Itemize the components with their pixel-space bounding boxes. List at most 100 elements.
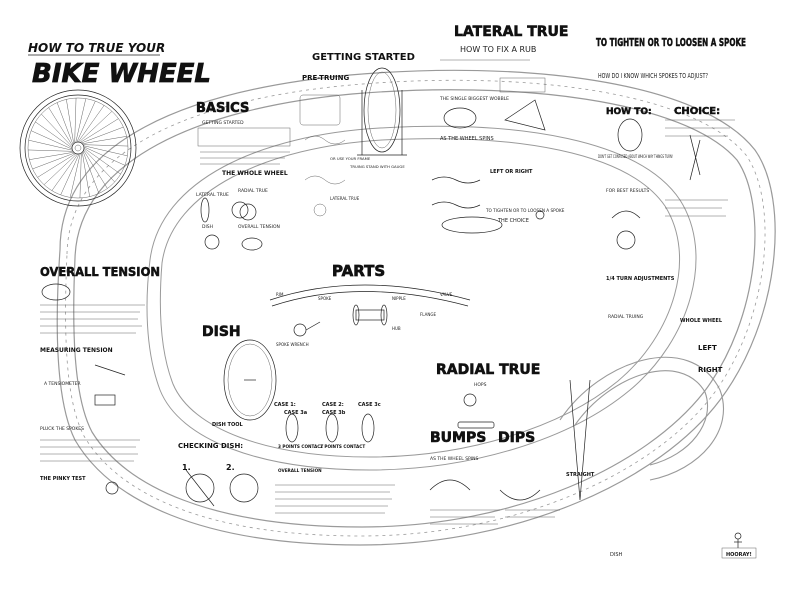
wheel-spoke	[83, 149, 115, 183]
basics-overall-tension: OVERALL TENSION	[238, 224, 280, 230]
wheel-spoke	[80, 118, 119, 143]
basics-subheading: GETTING STARTED	[202, 120, 244, 126]
pluck-note: PLUCK THE SPOKES	[40, 426, 84, 432]
lateral-left-right: LEFT OR RIGHT	[490, 169, 533, 175]
overall-tension-section: OVERALL TENSION MEASURING TENSION A TENS…	[40, 265, 160, 495]
whole-wheel-note: WHOLE WHEEL	[680, 318, 723, 324]
dish-3-points: 3 POINTS CONTACT	[278, 444, 323, 449]
basics-dish: DISH	[202, 224, 213, 230]
wheel-spoke	[82, 152, 90, 197]
lateral-choice: THE CHOICE	[497, 218, 529, 224]
dish-step-2: 2.	[226, 463, 235, 472]
hooray-badge-frame	[721, 547, 757, 559]
radial-truing-note: RADIAL TRUING	[608, 314, 644, 320]
part-spoke: SPOKE	[318, 296, 332, 301]
wheel-spoke	[83, 146, 126, 166]
radial-dish-ref: DISH	[610, 552, 622, 558]
part-valve: VALVE	[440, 292, 453, 297]
parts-heading: PARTS	[332, 262, 385, 280]
wheel-spoke	[79, 111, 113, 143]
dish-tool-label: DISH TOOL	[212, 422, 243, 428]
measuring-tension: MEASURING TENSION	[40, 347, 113, 354]
dish-case-3c: CASE 3c	[358, 402, 381, 408]
basics-whole-wheel: THE WHOLE WHEEL	[222, 170, 288, 177]
spoke-wrench-icon	[293, 321, 321, 337]
dish-case-3a: CASE 3a	[284, 410, 307, 416]
wheel-spoke	[51, 153, 79, 191]
pre-truing-label: PRE-TRUING	[302, 74, 349, 82]
frame-note: OR USE YOUR FRAME	[330, 156, 371, 161]
getting-started-section: GETTING STARTED PRE-TRUING TRUING STAND …	[299, 52, 415, 217]
bike-wheel-icon	[19, 89, 137, 207]
lateral-true-subheading: HOW TO FIX A RUB	[460, 45, 536, 54]
title-line-2: BIKE WHEEL	[32, 59, 211, 89]
part-flange: FLANGE	[420, 312, 436, 317]
lateral-wobble: THE SINGLE BIGGEST WOBBLE	[439, 96, 509, 102]
wheel-spoke	[82, 136, 127, 144]
wheel-spoke	[66, 99, 74, 144]
tighten-subheading: HOW DO I KNOW WHICH SPOKES TO ADJUST?	[598, 72, 708, 80]
right-label: RIGHT	[698, 366, 723, 374]
lateral-true-ref: LATERAL TRUE	[330, 196, 360, 201]
straight-label: STRAIGHT	[566, 472, 595, 478]
radial-true-section: RADIAL TRUE BUMPS DIPS AS THE WHEEL SPIN…	[430, 362, 623, 558]
wheel-spoke	[83, 150, 108, 189]
wheel-spoke	[75, 98, 87, 143]
wheel-spoke	[82, 151, 100, 194]
bumps-heading: BUMPS	[430, 430, 486, 446]
how-to-label: HOW TO:	[606, 107, 652, 117]
wheel-spoke	[30, 130, 73, 150]
dish-case-2: CASE 2:	[322, 402, 344, 408]
part-nipple: NIPPLE	[392, 296, 406, 301]
wheel-spoke	[77, 105, 105, 143]
dish-section: DISH DISH TOOL CHECKING DISH: 1. 2. CASE…	[178, 324, 395, 514]
lateral-true-section: LATERAL TRUE HOW TO FIX A RUB THE SINGLE…	[431, 24, 569, 234]
checking-dish: CHECKING DISH:	[178, 442, 243, 450]
basics-heading: BASICS	[196, 101, 249, 116]
best-results: FOR BEST RESULTS	[606, 188, 649, 194]
wheel-spoke	[81, 126, 124, 144]
racetrack-path	[56, 69, 776, 546]
wheel-spoke	[29, 152, 74, 160]
part-hub: HUB	[392, 326, 401, 331]
confused-note: DON'T GET CONFUSED ABOUT WHICH WAY THING…	[598, 154, 673, 159]
part-rim: RIM	[276, 292, 284, 297]
parts-section: PARTS RIM SPOKE NIPPLE HUB FLANGE SPOKE …	[269, 262, 471, 347]
wheel-spoke	[37, 153, 76, 178]
lateral-tighten: TO TIGHTEN OR TO LOOSEN A SPOKE	[485, 208, 565, 213]
poster-title: HOW TO TRUE YOUR BIKE WHEEL	[28, 41, 211, 89]
wheel-spoke	[35, 121, 73, 149]
wheel-spoke	[83, 147, 121, 175]
basics-section: BASICS GETTING STARTED THE WHOLE WHEEL L…	[196, 101, 291, 251]
wheel-spoke	[41, 113, 73, 147]
dish-2-points: 2 POINTS CONTACT	[320, 444, 365, 449]
wheel-spoke	[74, 98, 77, 144]
dish-overall-tension: OVERALL TENSION	[278, 468, 322, 473]
dish-case-3b: CASE 3b	[322, 410, 346, 416]
wheel-spoke	[28, 149, 74, 152]
dish-step-1: 1.	[182, 463, 191, 472]
wheel-spoke	[76, 100, 96, 143]
basics-radial-true: RADIAL TRUE	[238, 188, 268, 194]
lateral-spins: AS THE WHEEL SPINS	[440, 136, 494, 142]
overall-tension-heading: OVERALL TENSION	[40, 265, 160, 279]
tiny-figure-icon	[734, 532, 742, 548]
radial-hops: HOPS	[474, 382, 487, 388]
tighten-heading: TO TIGHTEN OR TO LOOSEN A SPOKE	[596, 36, 746, 49]
tighten-loosen-section: TO TIGHTEN OR TO LOOSEN A SPOKE HOW DO I…	[596, 36, 747, 374]
title-line-1: HOW TO TRUE YOUR	[28, 41, 165, 55]
wheel-spoke	[82, 144, 128, 147]
basics-lateral-true: LATERAL TRUE	[196, 192, 229, 198]
lateral-true-heading: LATERAL TRUE	[454, 24, 568, 40]
wheel-spoke	[32, 152, 75, 170]
wheel-spoke	[83, 145, 128, 157]
hub-icon	[352, 304, 388, 326]
wheel-spoke	[69, 153, 81, 198]
rim-icon	[269, 284, 471, 307]
dish-heading: DISH	[202, 324, 241, 340]
wheel-spoke	[60, 153, 80, 196]
left-label: LEFT	[698, 344, 717, 352]
radial-true-heading: RADIAL TRUE	[436, 362, 540, 378]
dips-heading: DIPS	[498, 430, 535, 446]
